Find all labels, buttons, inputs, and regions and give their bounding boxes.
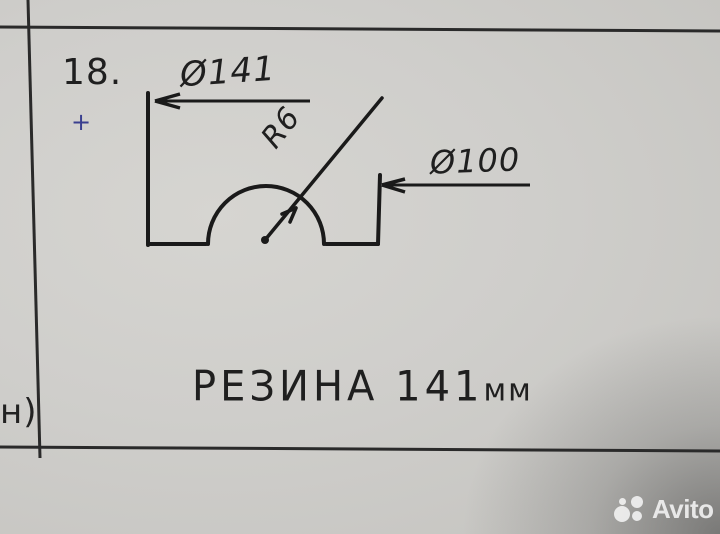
outer-diameter-label: Ø141 (178, 48, 277, 96)
caption: РЕЗИНА 141мм (192, 363, 533, 411)
grid-line-vertical (26, 0, 42, 459)
radius-center-dot (261, 236, 269, 244)
caption-unit: мм (483, 372, 533, 410)
radius-leader (263, 96, 384, 242)
shadow-overlay (460, 314, 720, 534)
check-mark: + (71, 108, 93, 136)
caption-text: РЕЗИНА 141 (192, 362, 484, 412)
grid-line-top (0, 25, 720, 33)
item-number: 18. (62, 52, 123, 93)
part-profile (146, 91, 382, 247)
dimension-141 (154, 92, 310, 110)
inner-diameter-label: Ø100 (429, 140, 521, 182)
avito-watermark: Avito (614, 494, 714, 525)
dimension-100 (381, 177, 530, 194)
grid-line-bottom (0, 445, 720, 453)
avito-brand-text: Avito (652, 494, 714, 524)
edge-text-fragment: н) (0, 392, 38, 432)
avito-logo-icon (614, 495, 648, 524)
